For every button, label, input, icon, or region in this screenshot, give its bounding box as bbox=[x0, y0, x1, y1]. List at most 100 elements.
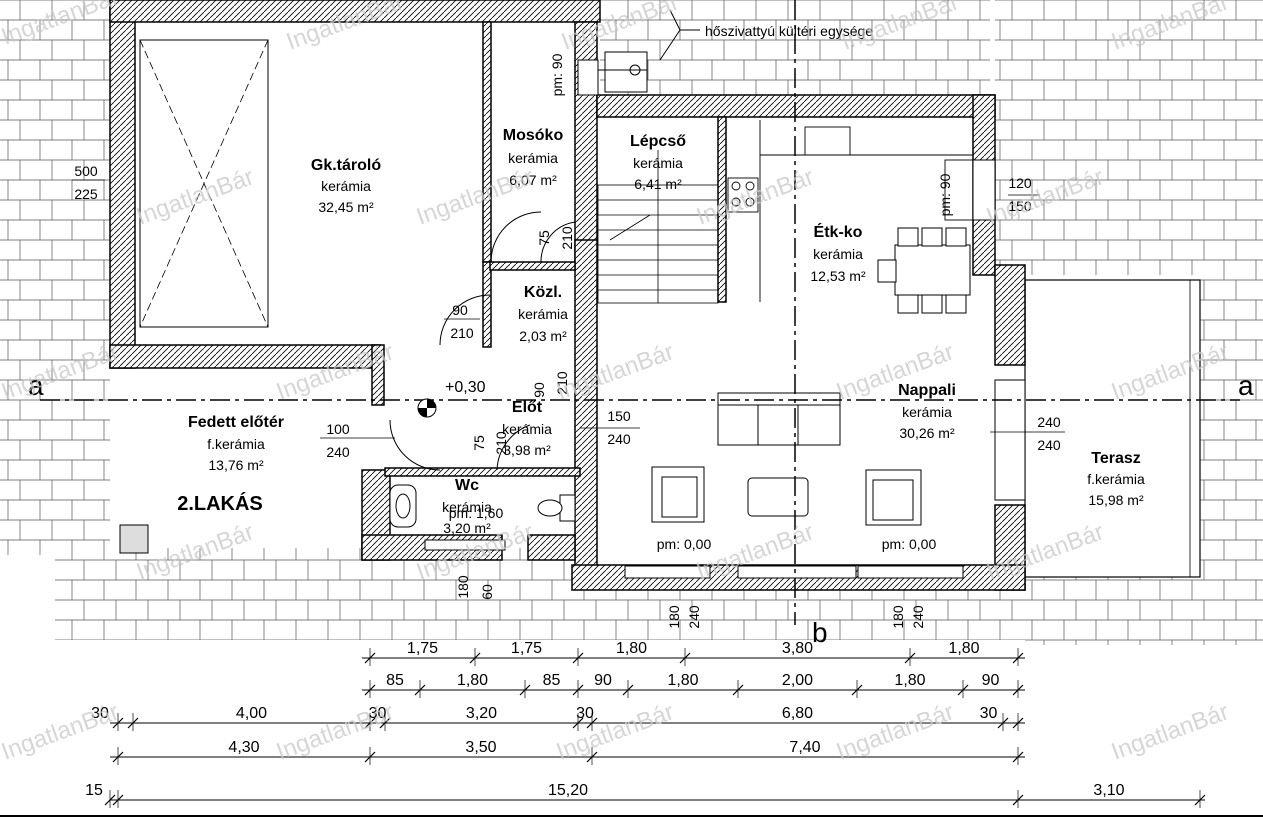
watermark-19: IngatlanBár bbox=[0, 698, 122, 765]
stairs-area: 6,41 m² bbox=[634, 176, 682, 192]
dimension-value: 30 bbox=[576, 705, 594, 722]
dimension-value: 1,80 bbox=[948, 640, 979, 657]
wc-name: Wc bbox=[455, 477, 479, 494]
terrace-name: Terasz bbox=[1091, 450, 1141, 467]
section-mark-left: a bbox=[28, 370, 44, 401]
wc-door-h: 210 bbox=[493, 431, 509, 455]
dining-name: Étk-ko bbox=[814, 222, 863, 241]
hall-door-w: 90 bbox=[531, 382, 547, 398]
laundry-material: kerámia bbox=[508, 150, 558, 166]
dimension-value: 30 bbox=[369, 705, 387, 722]
dimension-value: 30 bbox=[980, 705, 998, 722]
sofa-set bbox=[651, 392, 922, 526]
stairs-name: Lépcső bbox=[630, 133, 686, 150]
level-marker bbox=[417, 398, 437, 418]
garage-name: Gk.tároló bbox=[311, 157, 381, 174]
heat-pump-unit bbox=[590, 51, 648, 93]
wc-door-w: 75 bbox=[471, 435, 487, 451]
section-mark-right: a bbox=[1238, 370, 1254, 401]
section-lines bbox=[40, 0, 1240, 625]
dining-area: 12,53 m² bbox=[810, 268, 866, 284]
dimension-value: 1,80 bbox=[457, 672, 488, 689]
dining-table bbox=[877, 227, 971, 314]
corridor-door-h: 210 bbox=[450, 325, 474, 341]
corridor-area: 2,03 m² bbox=[519, 328, 567, 344]
hall-area: 3,98 m² bbox=[503, 442, 551, 458]
dimension-value: 4,30 bbox=[228, 739, 259, 756]
level-mark: +0,30 bbox=[445, 379, 486, 396]
dimension-chains bbox=[0, 657, 1263, 817]
hall-door-h: 210 bbox=[554, 371, 570, 395]
watermark-23: IngatlanBár bbox=[1108, 698, 1233, 765]
wc-bottom-b: 60 bbox=[479, 584, 495, 600]
entry-door-w: 100 bbox=[326, 421, 350, 437]
dimension-value: 3,20 bbox=[466, 705, 497, 722]
garage-material: kerámia bbox=[321, 178, 371, 194]
dimension-value: 1,80 bbox=[894, 672, 925, 689]
living-opening-w: 150 bbox=[607, 408, 631, 424]
annotation-leader bbox=[659, 9, 700, 61]
dimension-value: 15 bbox=[85, 782, 103, 799]
dimension-value: 85 bbox=[543, 672, 561, 689]
living-window2-b: 240 bbox=[910, 605, 926, 629]
living-name: Nappali bbox=[898, 382, 956, 399]
wc-bottom-a: 180 bbox=[455, 575, 471, 599]
staircase bbox=[597, 150, 719, 304]
porch-material: f.kerámia bbox=[207, 436, 265, 452]
living-window1-b: 240 bbox=[686, 605, 702, 629]
laundry-name: Mosóko bbox=[503, 127, 564, 144]
hall-material: kerámia bbox=[502, 421, 552, 437]
dimension-value: 6,80 bbox=[782, 705, 813, 722]
garage-side-bottom: 225 bbox=[74, 186, 98, 202]
bathroom-fixtures bbox=[119, 484, 576, 554]
apartment-label: 2.LAKÁS bbox=[177, 492, 263, 515]
laundry-window: pm: 90 bbox=[549, 53, 565, 96]
terrace-material: f.kerámia bbox=[1087, 471, 1145, 487]
dimension-value: 4,00 bbox=[236, 705, 267, 722]
dimension-value: 1,75 bbox=[407, 640, 438, 657]
kitchen-side-top: 120 bbox=[1008, 175, 1032, 191]
dimension-value: 90 bbox=[982, 672, 1000, 689]
porch-area: 13,76 m² bbox=[208, 457, 264, 473]
entry-door-h: 240 bbox=[326, 444, 350, 460]
garage-side-top: 500 bbox=[74, 163, 98, 179]
dimension-value: 30 bbox=[91, 705, 109, 722]
terrace-area: 15,98 m² bbox=[1088, 492, 1144, 508]
laundry-area: 6,07 m² bbox=[509, 172, 557, 188]
dimension-value: 3,80 bbox=[782, 640, 813, 657]
floor-level-right: pm: 0,00 bbox=[882, 536, 937, 552]
dimension-ticks bbox=[104, 648, 1206, 808]
corridor-door-w: 90 bbox=[452, 302, 468, 318]
terrace-outline bbox=[1024, 279, 1201, 578]
watermark-21: IngatlanBár bbox=[553, 698, 678, 765]
dimension-value: 85 bbox=[386, 672, 404, 689]
dimension-value: 2,00 bbox=[782, 672, 813, 689]
stairs-material: kerámia bbox=[633, 155, 683, 171]
terrace-door-h: 240 bbox=[1037, 437, 1061, 453]
section-mark-bottom: b bbox=[812, 617, 828, 648]
living-window2-a: 180 bbox=[890, 605, 906, 629]
dimension-value: 1,80 bbox=[616, 640, 647, 657]
living-material: kerámia bbox=[902, 404, 952, 420]
kitchen-side-bottom: 150 bbox=[1008, 198, 1032, 214]
annotation-text: hőszivattyú kültéri egysége bbox=[705, 23, 873, 39]
hall-name: Előt bbox=[512, 399, 543, 416]
dimension-value: 90 bbox=[594, 672, 612, 689]
dimension-value: 1,75 bbox=[511, 640, 542, 657]
dining-material: kerámia bbox=[813, 246, 863, 262]
dimension-value: 1,80 bbox=[667, 672, 698, 689]
living-area: 30,26 m² bbox=[899, 425, 955, 441]
corridor-material: kerámia bbox=[518, 306, 568, 322]
watermark-20: IngatlanBár bbox=[273, 698, 398, 765]
floor-level-left: pm: 0,00 bbox=[657, 536, 712, 552]
opening-labels: 500 225 pm: 90 pm: 90 120 150 75 210 90 … bbox=[72, 53, 1065, 629]
wc-window: pm: 1,60 bbox=[449, 505, 504, 521]
wc-material: kerámia bbox=[442, 499, 492, 515]
living-opening-h: 240 bbox=[607, 431, 631, 447]
porch-name: Fedett előtér bbox=[188, 414, 284, 431]
dimension-value: 3,10 bbox=[1093, 782, 1124, 799]
wc-area: 3,20 m² bbox=[443, 520, 491, 536]
watermark-22: IngatlanBár bbox=[833, 698, 958, 765]
